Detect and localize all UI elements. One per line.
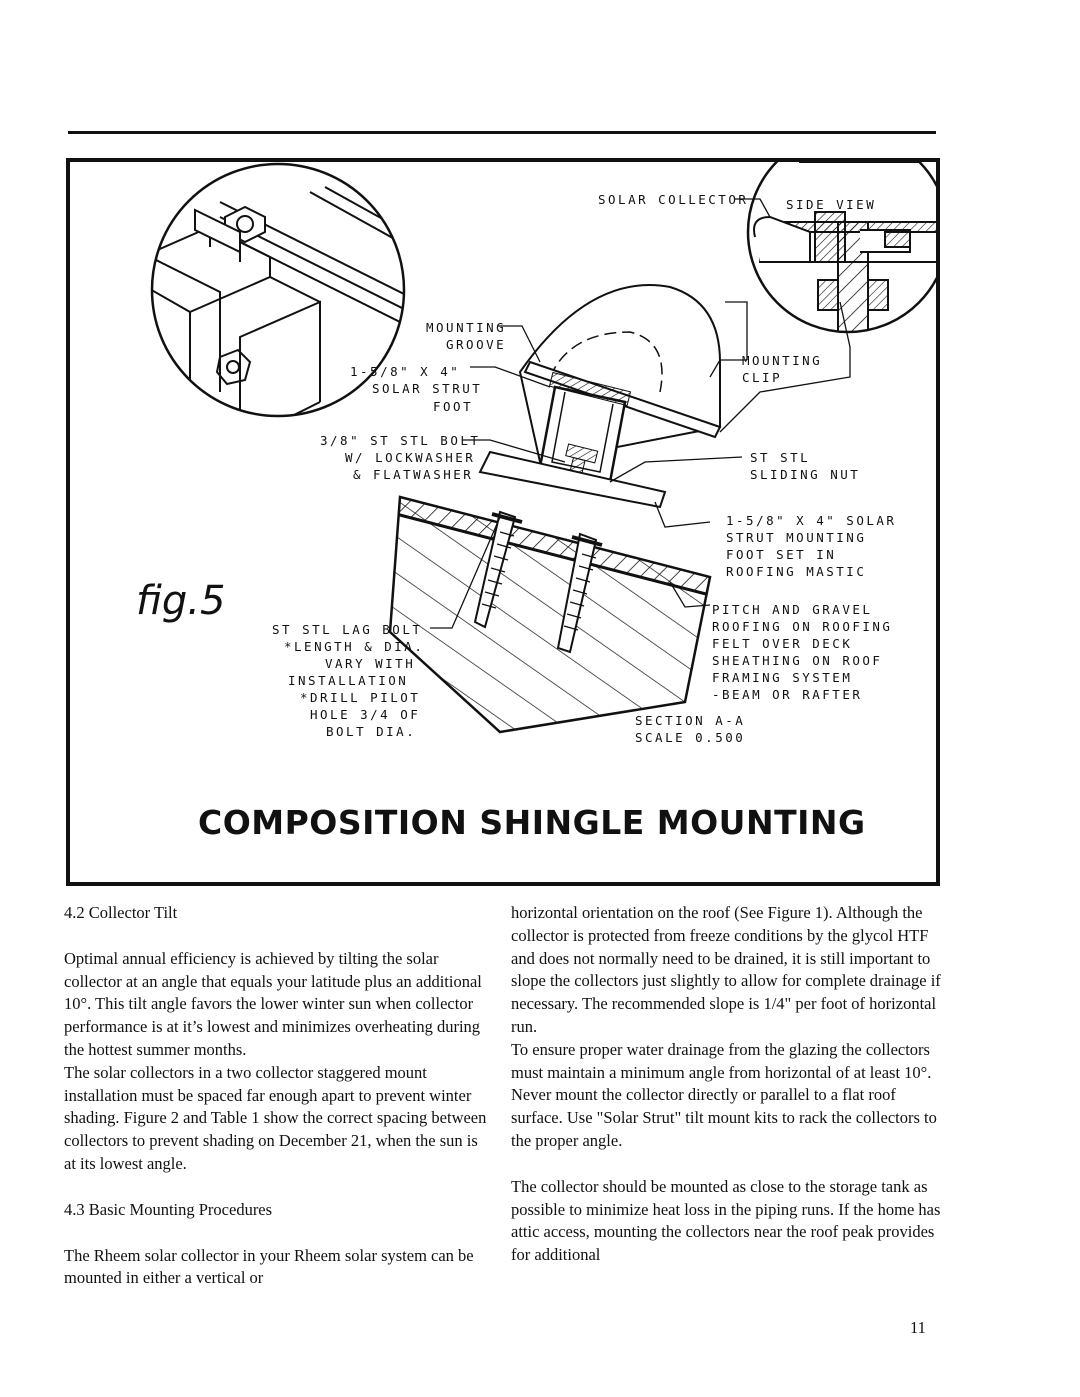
label-solar-collector: SOLAR COLLECTOR bbox=[598, 192, 748, 207]
diagram-labels: SOLAR COLLECTOR SIDE VIEW MOUNTING GROOV… bbox=[136, 192, 896, 842]
section-heading-basic-mounting: 4.3 Basic Mounting Procedures bbox=[64, 1199, 273, 1219]
label-mounting-groove-2: GROOVE bbox=[446, 337, 506, 352]
label-side-view: SIDE VIEW bbox=[786, 197, 876, 212]
label-lag-bolt-7: BOLT DIA. bbox=[326, 724, 416, 739]
label-lag-bolt-3: VARY WITH bbox=[325, 656, 415, 671]
paragraph: Optimal annual efficiency is achieved by… bbox=[64, 948, 482, 1059]
left-column: 4.2 Collector Tilt Optimal annual effici… bbox=[64, 902, 492, 1290]
paragraph: The solar collectors in a two collector … bbox=[64, 1062, 487, 1173]
leader-lines bbox=[430, 198, 851, 629]
label-pitch-gravel-2: ROOFING ON ROOFING bbox=[712, 619, 892, 634]
label-mounting-clip-2: CLIP bbox=[742, 370, 782, 385]
label-lag-bolt-5: *DRILL PILOT bbox=[300, 690, 420, 705]
label-pitch-gravel-6: -BEAM OR RAFTER bbox=[712, 687, 862, 702]
label-lag-bolt-2: *LENGTH & DIA. bbox=[284, 639, 424, 654]
figure-5-frame: SOLAR COLLECTOR SIDE VIEW MOUNTING GROOV… bbox=[66, 158, 940, 886]
section-heading-collector-tilt: 4.2 Collector Tilt bbox=[64, 903, 178, 922]
paragraph: To ensure proper water drainage from the… bbox=[511, 1039, 937, 1150]
label-mounting-groove-1: MOUNTING bbox=[426, 320, 506, 335]
label-pitch-gravel-1: PITCH AND GRAVEL bbox=[712, 602, 872, 617]
label-lag-bolt-4: INSTALLATION bbox=[288, 673, 408, 688]
mounting-diagram: SOLAR COLLECTOR SIDE VIEW MOUNTING GROOV… bbox=[136, 162, 936, 842]
label-strut-foot-set-2: STRUT MOUNTING bbox=[726, 530, 866, 545]
label-pitch-gravel-4: SHEATHING ON ROOF bbox=[712, 653, 882, 668]
label-mounting-clip-1: MOUNTING bbox=[742, 353, 822, 368]
paragraph: The Rheem solar collector in your Rheem … bbox=[64, 1245, 474, 1288]
label-sliding-nut-2: SLIDING NUT bbox=[750, 467, 860, 482]
section-detail bbox=[388, 284, 722, 734]
page-number: 11 bbox=[910, 1318, 926, 1337]
label-strut-foot-set-4: ROOFING MASTIC bbox=[726, 564, 866, 579]
label-strut-foot-2: SOLAR STRUT bbox=[372, 381, 482, 396]
figure-title: COMPOSITION SHINGLE MOUNTING bbox=[198, 803, 866, 842]
isometric-detail bbox=[150, 162, 406, 418]
paragraph: horizontal orientation on the roof (See … bbox=[511, 903, 941, 1036]
label-strut-foot-set-3: FOOT SET IN bbox=[726, 547, 836, 562]
header-rule bbox=[68, 131, 936, 134]
label-bolt-3: & FLATWASHER bbox=[353, 467, 473, 482]
label-strut-foot-3: FOOT bbox=[433, 399, 473, 414]
label-lag-bolt-6: HOLE 3/4 OF bbox=[310, 707, 420, 722]
label-strut-foot-1: 1-5/8" X 4" bbox=[350, 364, 460, 379]
figure-number: fig.5 bbox=[136, 578, 225, 624]
side-view-detail bbox=[746, 162, 936, 334]
label-strut-foot-set-1: 1-5/8" X 4" SOLAR bbox=[726, 513, 896, 528]
label-bolt-2: W/ LOCKWASHER bbox=[345, 450, 475, 465]
label-pitch-gravel-3: FELT OVER DECK bbox=[712, 636, 852, 651]
label-lag-bolt-1: ST STL LAG BOLT bbox=[272, 622, 422, 637]
label-section-2: SCALE 0.500 bbox=[635, 730, 745, 745]
label-pitch-gravel-5: FRAMING SYSTEM bbox=[712, 670, 852, 685]
label-sliding-nut-1: ST STL bbox=[750, 450, 810, 465]
right-column: horizontal orientation on the roof (See … bbox=[511, 902, 941, 1267]
paragraph: The collector should be mounted as close… bbox=[511, 1176, 941, 1265]
label-section-1: SECTION A-A bbox=[635, 713, 745, 728]
label-bolt-1: 3/8" ST STL BOLT bbox=[320, 433, 480, 448]
